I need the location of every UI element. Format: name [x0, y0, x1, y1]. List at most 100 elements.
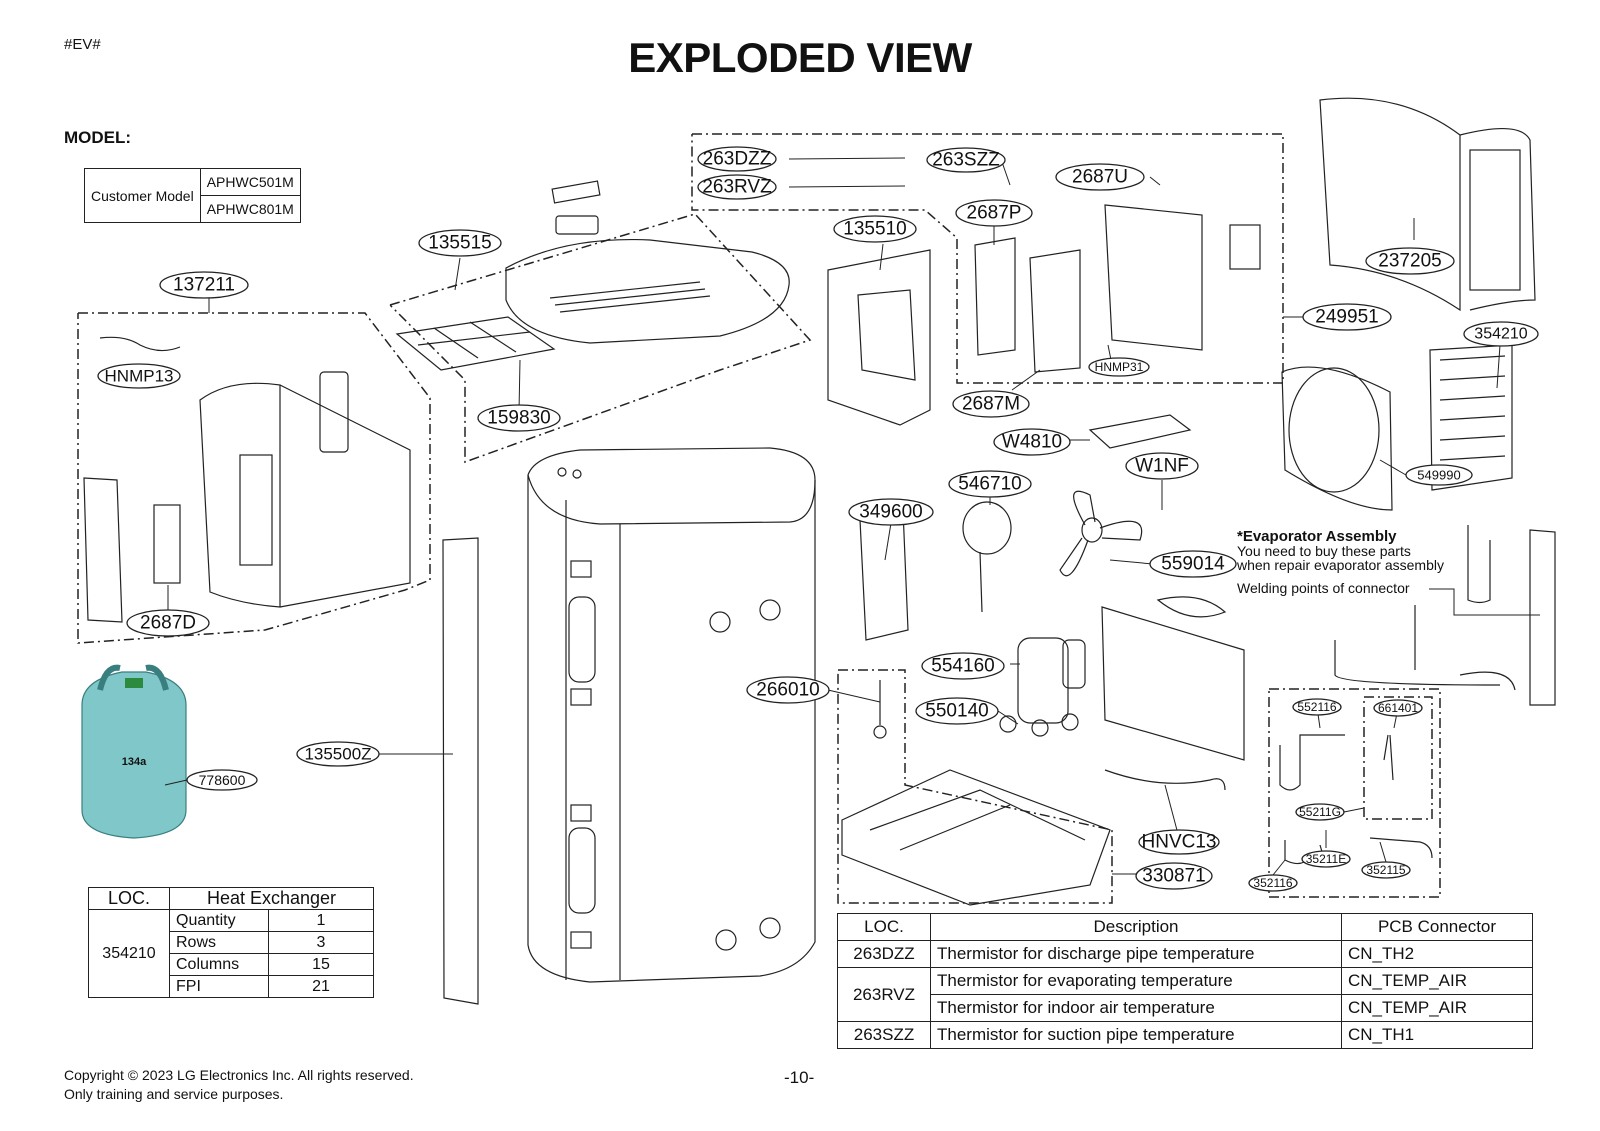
part-label: 249951 — [1315, 307, 1378, 328]
part-label: 237205 — [1378, 251, 1441, 272]
part-label: 135500Z — [304, 745, 371, 764]
table-cell: Rows — [169, 931, 269, 954]
partition-plate — [1101, 606, 1245, 761]
part-label: HNMP31 — [1095, 360, 1144, 374]
footer: Copyright © 2023 LG Electronics Inc. All… — [64, 1066, 414, 1104]
part-label: 2687U — [1072, 167, 1128, 188]
group-frames — [77, 133, 1441, 904]
customer-model-label: Customer Model — [84, 168, 201, 223]
part-label: 354210 — [1474, 326, 1527, 343]
purpose-text: Only training and service purposes. — [64, 1086, 284, 1102]
part-label: 135515 — [428, 233, 491, 254]
table-header: LOC. — [837, 913, 931, 941]
part-label: 55211G — [1299, 805, 1341, 819]
pipe-hnvc13 — [1104, 769, 1226, 791]
part-label: 137211 — [173, 275, 235, 296]
condenser-coil — [1429, 344, 1513, 491]
part-label: 35211E — [1306, 852, 1346, 866]
model-name: APHWC801M — [199, 195, 301, 223]
table-cell: 21 — [268, 975, 374, 998]
table-header: Heat Exchanger — [169, 887, 374, 910]
table-header: Description — [930, 913, 1342, 941]
compressor — [999, 637, 1086, 737]
part-label: 2687M — [962, 394, 1020, 415]
part-label: 2687D — [140, 613, 196, 634]
table-cell: Thermistor for indoor air temperature — [930, 994, 1342, 1022]
fan-shroud — [1281, 366, 1393, 511]
part-label: HNMP13 — [105, 367, 174, 386]
copyright-text: Copyright © 2023 LG Electronics Inc. All… — [64, 1067, 414, 1083]
model-name: APHWC501M — [199, 168, 301, 196]
evaporator-note: *Evaporator Assembly You need to buy the… — [1237, 528, 1444, 573]
base-pan — [841, 769, 1111, 906]
part-label: 552116 — [1297, 700, 1336, 714]
bracket-w4810 — [1088, 414, 1192, 449]
part-label: 554160 — [931, 656, 994, 677]
thermistor-table: LOC. Description PCB Connector 263DZZ Th… — [837, 913, 1533, 1049]
table-cell: Thermistor for discharge pipe temperatur… — [930, 940, 1342, 968]
side-panel-assembly — [83, 336, 411, 623]
page-title: EXPLODED VIEW — [628, 34, 972, 81]
part-label: 263RVZ — [702, 177, 772, 198]
part-label: 349600 — [859, 502, 922, 523]
evaporator-note-line: You need to buy these parts — [1237, 543, 1411, 559]
part-label: 330871 — [1142, 866, 1205, 887]
part-label: 266010 — [756, 680, 819, 701]
table-cell-loc: 263RVZ — [837, 967, 931, 1022]
table-cell: CN_TEMP_AIR — [1341, 994, 1533, 1022]
part-label: W4810 — [1002, 432, 1062, 453]
mount-plate — [1156, 596, 1227, 618]
part-label: 661401 — [1378, 701, 1418, 715]
front-panel — [442, 537, 479, 1005]
heat-exchanger-table: LOC. Heat Exchanger 354210 Quantity 1 Ro… — [88, 887, 374, 998]
part-label: 778600 — [199, 772, 246, 788]
rear-side-panel — [1319, 97, 1536, 312]
table-cell: Columns — [169, 953, 269, 976]
table-cell-loc: 263DZZ — [837, 940, 931, 968]
part-label: W1NF — [1135, 456, 1189, 477]
table-cell: Thermistor for suction pipe temperature — [930, 1021, 1342, 1049]
table-cell-loc: 263SZZ — [837, 1021, 931, 1049]
table-cell: 1 — [268, 909, 374, 932]
part-label: 352115 — [1366, 863, 1405, 877]
motor-bracket-349600 — [859, 509, 909, 641]
pcb-assembly — [974, 204, 1261, 373]
tank-body — [527, 447, 816, 983]
part-label: 352116 — [1253, 876, 1292, 890]
table-header: PCB Connector — [1341, 913, 1533, 941]
part-label: 546710 — [958, 474, 1021, 495]
table-cell-loc: 354210 — [88, 909, 170, 998]
refrigerant-label: 134a — [122, 756, 147, 768]
fan-motor-546710 — [962, 501, 1012, 613]
evaporator-assembly — [1279, 525, 1556, 865]
welding-note: Welding points of connector — [1237, 580, 1410, 596]
table-cell: 3 — [268, 931, 374, 954]
part-label: 549990 — [1417, 468, 1460, 483]
part-label: 159830 — [487, 408, 550, 429]
table-cell: Thermistor for evaporating temperature — [930, 967, 1342, 995]
refrigerant-cylinder — [81, 664, 187, 839]
table-cell: Quantity — [169, 909, 269, 932]
table-cell: CN_TH2 — [1341, 940, 1533, 968]
sensor-266010 — [873, 680, 887, 739]
control-box — [827, 249, 931, 426]
table-cell: FPI — [169, 975, 269, 998]
table-cell: CN_TEMP_AIR — [1341, 967, 1533, 995]
table-header: LOC. — [88, 887, 170, 910]
evaporator-note-line: when repair evaporator assembly — [1237, 557, 1444, 573]
table-cell: 15 — [268, 953, 374, 976]
page-number: -10- — [784, 1068, 815, 1087]
model-label: MODEL: — [64, 128, 132, 147]
model-table: Customer Model APHWC501M APHWC801M — [84, 168, 301, 223]
fan-blade-559014 — [1059, 490, 1143, 577]
part-label: 2687P — [967, 203, 1022, 224]
part-label: 559014 — [1161, 554, 1225, 575]
part-label: HNVC13 — [1142, 832, 1217, 853]
evaporator-note-heading: *Evaporator Assembly — [1237, 528, 1397, 545]
part-label: 135510 — [843, 219, 906, 240]
part-label: 550140 — [925, 701, 988, 722]
document-tag: #EV# — [64, 36, 101, 53]
part-label: 263DZZ — [703, 149, 772, 170]
part-label: 263SZZ — [932, 150, 1000, 171]
